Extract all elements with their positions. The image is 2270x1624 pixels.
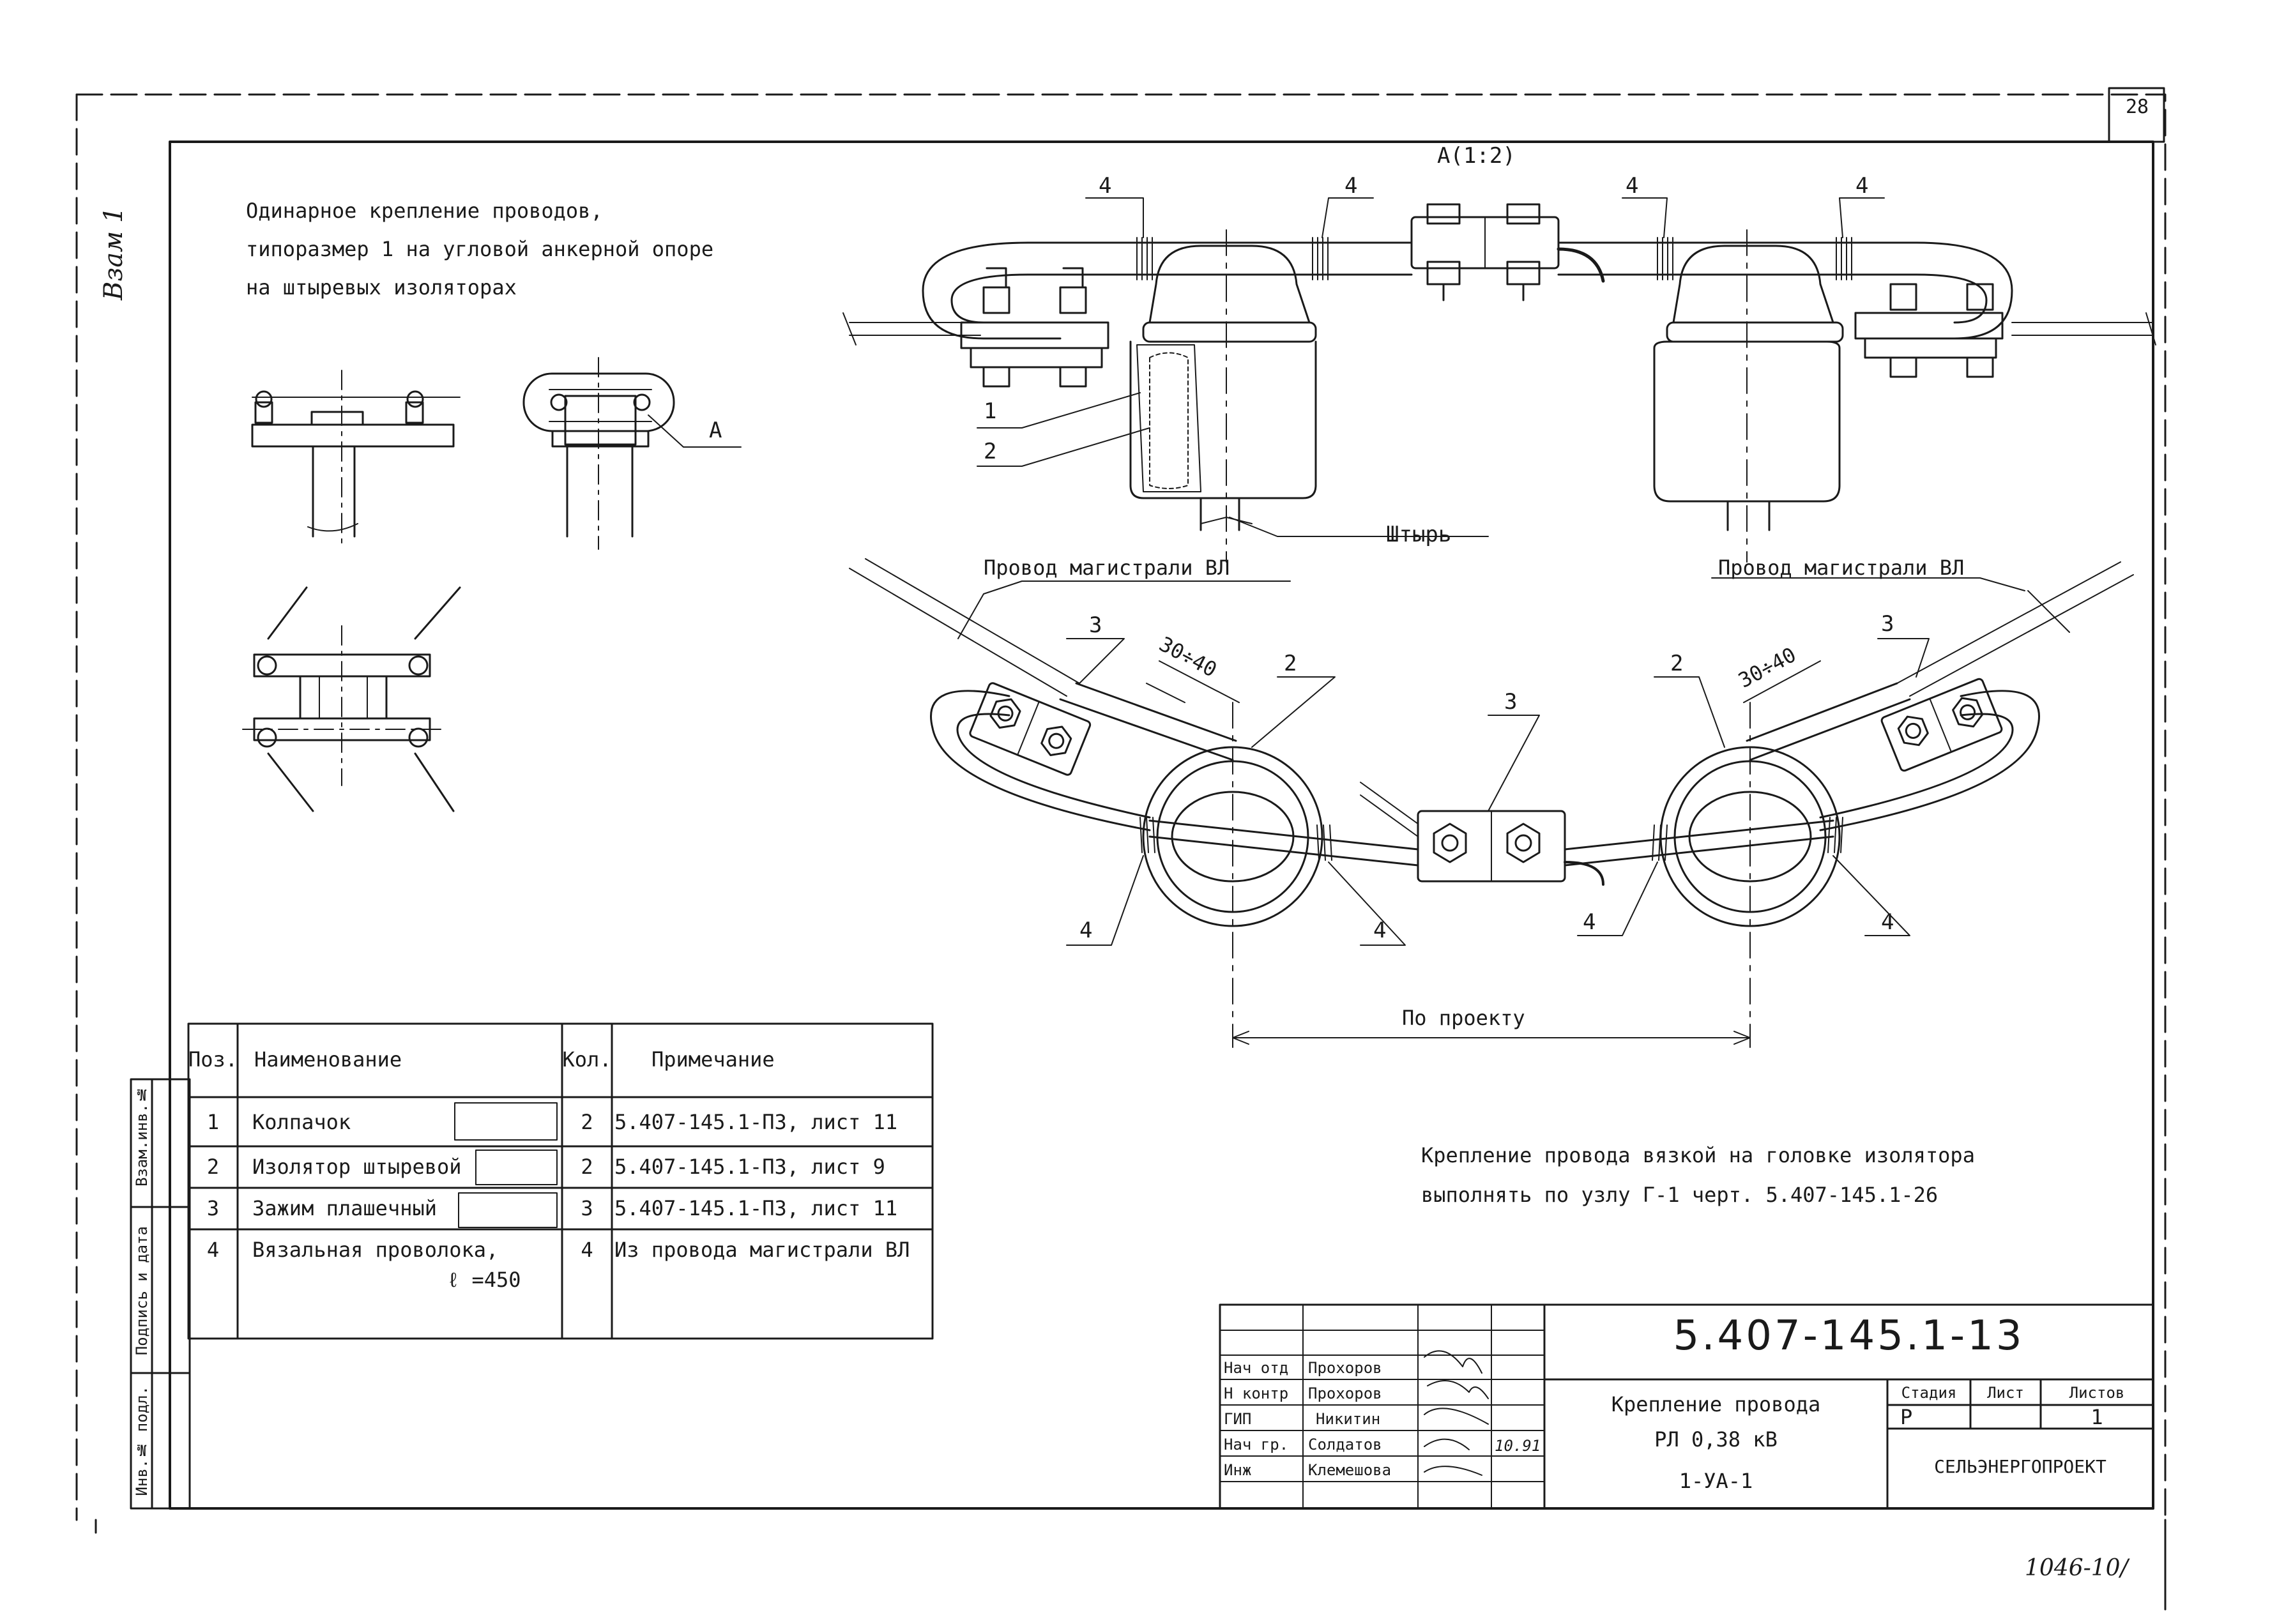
spec-row-name: Изолятор штыревой — [252, 1155, 462, 1179]
header-note-line-1: Одинарное крепление проводов, — [246, 199, 603, 223]
drawing-title-line-3: 1-УА-1 — [1679, 1469, 1753, 1493]
role-label: ГИП — [1224, 1410, 1252, 1428]
role-label: Инж — [1224, 1461, 1252, 1479]
spec-header-qty: Кол. — [562, 1047, 612, 1072]
spec-row-pos: 1 — [206, 1110, 220, 1134]
assembly-note: Крепление провода вязкой на головке изол… — [1421, 1135, 1975, 1215]
spec-row-pos: 3 — [206, 1196, 220, 1220]
side-stamp-signature-date: Подпись и дата — [133, 1226, 151, 1356]
organization-name: СЕЛЬЭНЕРГОПРОЕКТ — [1934, 1456, 2106, 1477]
dim-right-label: 30÷40 — [1734, 642, 1800, 693]
header-note-line-3: на штыревых изоляторах — [246, 275, 517, 300]
callout-2-top: 2 — [984, 439, 996, 464]
assembly-note-line-2: выполнять по узлу Г-1 черт. 5.407-145.1-… — [1421, 1183, 1939, 1207]
spec-row-qty: 3 — [581, 1196, 593, 1220]
person-name: Никитин — [1316, 1410, 1381, 1428]
drawing-code: 5.407-145.1-13 — [1673, 1312, 2025, 1360]
callout-1-top: 1 — [984, 398, 996, 424]
callout-a-label: А — [709, 418, 722, 443]
role-label: Нач гр. — [1224, 1436, 1289, 1453]
spec-row-qty: 2 — [581, 1155, 593, 1179]
callout-2-plan-left: 2 — [1284, 651, 1297, 676]
role-label: Нач отд — [1224, 1359, 1289, 1377]
by-project-label: По проекту — [1402, 1006, 1525, 1030]
sign-date: 10.91 — [1495, 1437, 1541, 1455]
drawing-title-line-2: РЛ 0,38 кВ — [1654, 1427, 1778, 1452]
dim-left-label: 30÷40 — [1155, 632, 1221, 682]
side-stamp-orig-inv: Инв.№ подл. — [133, 1386, 151, 1496]
view-a-label: А(1:2) — [1437, 143, 1516, 169]
spec-row-name: Колпачок — [252, 1110, 351, 1134]
stage-value: Р — [1900, 1405, 1913, 1429]
callout-4-plan-3: 4 — [1583, 909, 1596, 935]
corner-note: 1046-10/ — [2025, 1555, 2128, 1581]
callout-4-top-4: 4 — [1855, 173, 1868, 199]
sheet-label: Лист — [1987, 1384, 2024, 1402]
spec-row-name-length: ℓ =450 — [447, 1268, 521, 1292]
sketch-plan-view — [242, 586, 461, 812]
callout-4-plan-2: 4 — [1373, 918, 1386, 943]
callout-4-plan-1: 4 — [1079, 918, 1092, 943]
spec-row-note: 5.407-145.1-ПЗ, лист 9 — [614, 1155, 885, 1179]
person-name: Прохоров — [1308, 1359, 1382, 1377]
spec-row-note: 5.407-145.1-ПЗ, лист 11 — [614, 1196, 898, 1220]
main-plan-view — [849, 558, 2134, 1048]
spec-row-note: Из провода магистрали ВЛ — [614, 1238, 910, 1262]
spec-row-note: 5.407-145.1-ПЗ, лист 11 — [614, 1110, 898, 1134]
spec-row-qty: 4 — [581, 1238, 593, 1262]
spec-header-note: Примечание — [651, 1047, 775, 1072]
person-name: Клемешова — [1308, 1461, 1392, 1479]
spec-row-name: Зажим плашечный — [252, 1196, 437, 1220]
sketch-front-view — [251, 370, 461, 550]
spec-header-pos: Поз. — [188, 1047, 238, 1072]
sheets-label: Листов — [2069, 1384, 2125, 1402]
inner-frame — [169, 140, 2154, 1510]
callout-3-plan-right: 3 — [1881, 611, 1894, 637]
pin-label: Штырь — [1386, 522, 1451, 547]
spec-row-name: Вязальная проволока, — [252, 1238, 499, 1262]
header-note-line-2: типоразмер 1 на угловой анкерной опоре — [246, 237, 714, 261]
main-wire-left-label: Провод магистрали ВЛ — [984, 556, 1230, 580]
spec-table-grid — [187, 1022, 934, 1340]
person-name: Прохоров — [1308, 1385, 1382, 1402]
page-number: 28 — [2126, 96, 2149, 118]
header-note: Одинарное крепление проводов, типоразмер… — [246, 192, 713, 307]
title-block-grid — [1219, 1303, 2154, 1510]
callout-3-plan-mid: 3 — [1504, 689, 1517, 715]
side-stamp-grid — [130, 1078, 191, 1510]
callout-4-plan-4: 4 — [1881, 909, 1894, 935]
spec-row-pos: 2 — [206, 1155, 220, 1179]
callout-4-top-2: 4 — [1344, 173, 1357, 199]
sketch-side-view — [522, 357, 742, 550]
person-name: Солдатов — [1308, 1436, 1382, 1453]
callout-2-plan-right: 2 — [1670, 651, 1683, 676]
main-wire-right-label: Провод магистрали ВЛ — [1718, 556, 1964, 580]
page-number-box — [2108, 87, 2165, 143]
sheets-value: 1 — [2091, 1405, 2103, 1429]
role-label: Н контр — [1224, 1385, 1289, 1402]
outer-frame — [75, 93, 2167, 1611]
callout-4-top-1: 4 — [1099, 173, 1111, 199]
spec-row-qty: 2 — [581, 1110, 593, 1134]
side-stamp-replace-inv: Взам.инв.№ — [133, 1086, 151, 1187]
callout-3-plan-left: 3 — [1089, 612, 1102, 638]
side-handwritten-mark: Взам 1 — [99, 206, 128, 300]
assembly-note-line-1: Крепление провода вязкой на головке изол… — [1421, 1143, 1975, 1167]
main-elevation-view — [842, 197, 2156, 563]
stage-label: Стадия — [1901, 1384, 1957, 1402]
spec-header-name: Наименование — [254, 1047, 402, 1072]
callout-4-top-3: 4 — [1626, 173, 1638, 199]
spec-row-pos: 4 — [206, 1238, 220, 1262]
drawing-title-line-1: Крепление провода — [1611, 1392, 1821, 1416]
